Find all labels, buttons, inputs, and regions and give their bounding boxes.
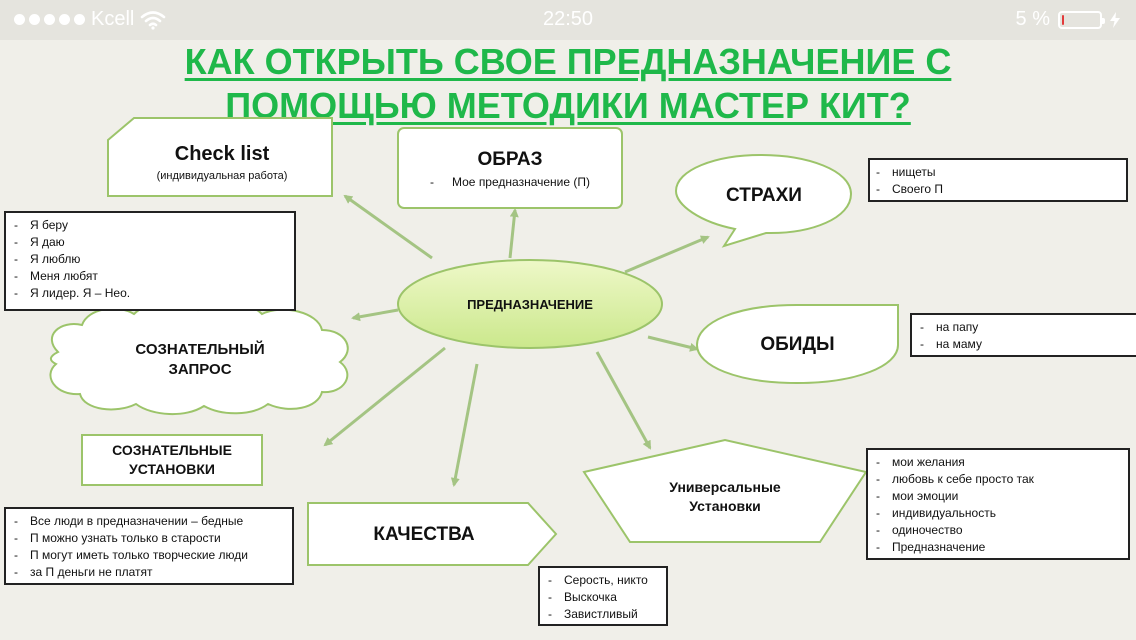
strahi-bubble <box>674 153 853 248</box>
list-item: нищеты <box>876 164 1118 181</box>
obraz-item: -Мое предназначение (П) <box>430 175 590 189</box>
status-bar: Kcell 22:50 5 % <box>0 0 1136 40</box>
obidy-shape <box>695 304 899 385</box>
connector-ustanovki <box>323 346 446 447</box>
checklist-title: Check list <box>174 143 270 165</box>
center-label: ПРЕДНАЗНАЧЕНИЕ <box>467 297 593 312</box>
clock: 22:50 <box>542 8 594 30</box>
obraz-title: ОБРАЗ <box>477 149 543 170</box>
list-item: индивидуальность <box>876 505 1120 522</box>
list-item: одиночество <box>876 522 1120 539</box>
ustanovki-list-box: Все люди в предназначении – бедныеП можн… <box>4 507 294 585</box>
list-item: за П деньги не платят <box>14 564 284 581</box>
obraz-box <box>397 127 623 209</box>
connector-zapros <box>351 308 399 322</box>
checklist-subtitle: (индивидуальная работа) <box>156 170 288 182</box>
carrier-name: Kcell <box>91 8 135 30</box>
page-title-line-2: ПОМОЩЬЮ МЕТОДИКИ МАСТЕР КИТ? <box>225 85 911 126</box>
kachestva-title: КАЧЕСТВА <box>373 524 475 545</box>
wifi-icon <box>141 10 166 30</box>
list-item: Своего П <box>876 181 1118 198</box>
carrier-group: Kcell <box>14 8 166 31</box>
bolt-icon <box>1110 11 1120 28</box>
connector-kachestva <box>450 363 479 487</box>
list-item: П можно узнать только в старости <box>14 530 284 547</box>
strahi-title: СТРАХИ <box>726 185 802 206</box>
connector-universal <box>595 351 652 450</box>
checklist-box <box>107 117 333 197</box>
kachestva-shape <box>307 502 558 566</box>
obidy-list-box: на папуна маму <box>910 313 1136 357</box>
list-item: любовь к себе просто так <box>876 471 1120 488</box>
battery-icon <box>1058 10 1105 29</box>
list-item: Все люди в предназначении – бедные <box>14 513 284 530</box>
center-ellipse <box>397 259 663 349</box>
connector-obidy <box>647 335 699 352</box>
universal-pentagon <box>582 438 868 543</box>
strahi-list-box: нищетыСвоего П <box>868 158 1128 202</box>
strahi-list: нищетыСвоего П <box>876 164 1118 198</box>
list-item: Меня любят <box>14 268 286 285</box>
ustanovki-box <box>81 434 263 486</box>
list-item: мои эмоции <box>876 488 1120 505</box>
list-item: мои желания <box>876 454 1120 471</box>
signal-strength-icon <box>14 14 85 25</box>
obidy-title: ОБИДЫ <box>760 334 835 355</box>
battery-level <box>1062 14 1064 25</box>
universal-list-box: мои желаниялюбовь к себе просто такмои э… <box>866 448 1130 560</box>
list-item: П могут иметь только творческие люди <box>14 547 284 564</box>
connector-checklist <box>343 194 433 260</box>
kachestva-list: Серость, никтоВыскочкаЗавистливый <box>548 572 658 623</box>
list-item: Выскочка <box>548 589 658 606</box>
page-title-line-1: КАК ОТКРЫТЬ СВОЕ ПРЕДНАЗНАЧЕНИЕ С <box>184 41 952 82</box>
list-item: Серость, никто <box>548 572 658 589</box>
battery-group: 5 % <box>1016 8 1120 31</box>
zapros-label: СОЗНАТЕЛЬНЫЙ ЗАПРОС <box>135 341 265 378</box>
ustanovki-list: Все люди в предназначении – бедныеП можн… <box>14 513 284 581</box>
list-item: Я даю <box>14 234 286 251</box>
kachestva-list-box: Серость, никтоВыскочкаЗавистливый <box>538 566 668 626</box>
universal-list: мои желаниялюбовь к себе просто такмои э… <box>876 454 1120 556</box>
connector-strahi <box>624 235 710 274</box>
list-item: Завистливый <box>548 606 658 623</box>
ya-list: Я беруЯ даюЯ люблюМеня любятЯ лидер. Я –… <box>14 217 286 302</box>
zapros-cloud <box>49 301 349 416</box>
list-item: Предназначение <box>876 539 1120 556</box>
list-item: на маму <box>920 336 1128 353</box>
list-item: Я лидер. Я – Нео. <box>14 285 286 302</box>
connector-obraz <box>508 208 519 259</box>
obidy-list: на папуна маму <box>920 319 1128 353</box>
list-item: Я люблю <box>14 251 286 268</box>
list-item: Я беру <box>14 217 286 234</box>
battery-percent: 5 % <box>1015 8 1050 30</box>
universal-label: Универсальные Установки <box>669 479 781 514</box>
ya-list-box: Я беруЯ даюЯ люблюМеня любятЯ лидер. Я –… <box>4 211 296 311</box>
list-item: на папу <box>920 319 1128 336</box>
ustanovki-label: СОЗНАТЕЛЬНЫЕ УСТАНОВКИ <box>112 442 232 477</box>
